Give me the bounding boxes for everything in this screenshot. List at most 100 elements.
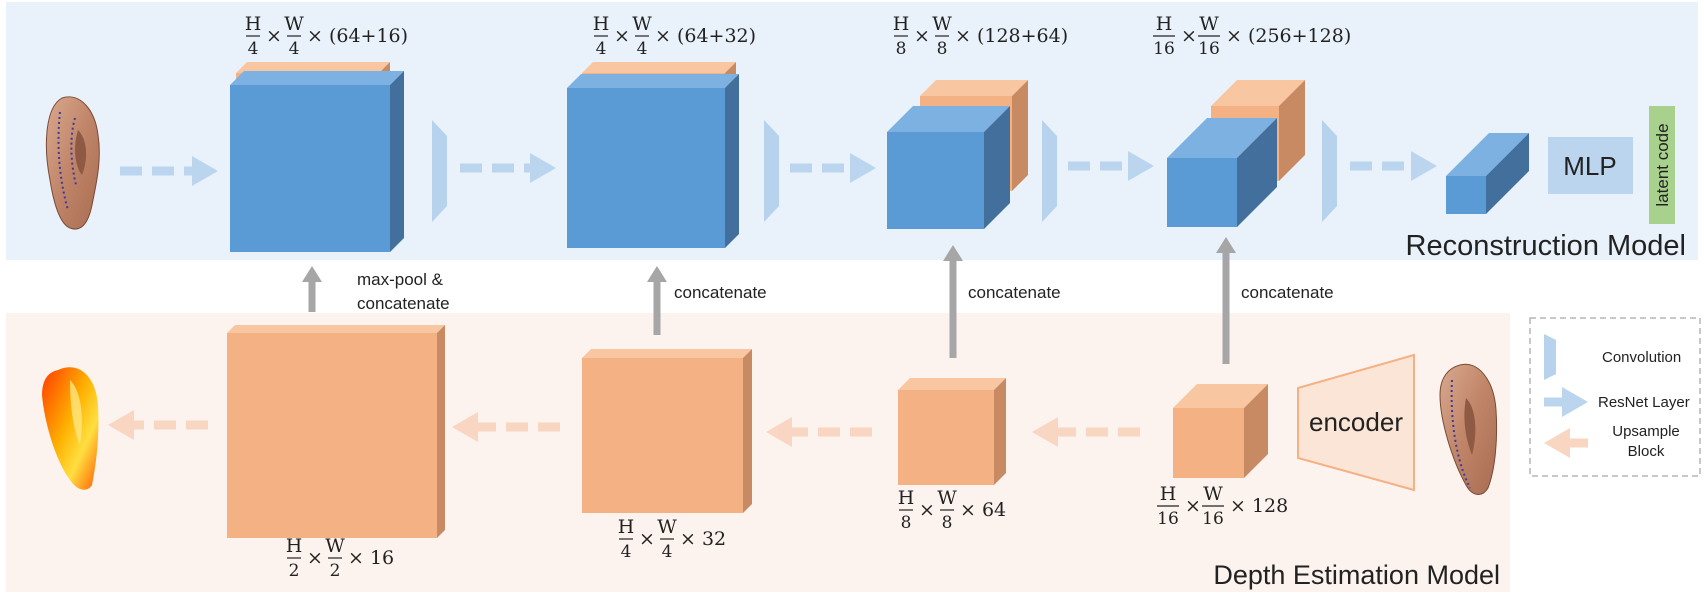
recon-feature-block-2-blue [567,74,739,248]
svg-text:× (64+32): × (64+32) [655,25,756,47]
svg-text:H: H [618,516,635,538]
svg-text:8: 8 [937,39,948,59]
depth-dimension-label-4: H16×W16× 128 [1157,483,1288,529]
svg-text:4: 4 [248,39,259,59]
recon-dimension-label-4: H16×W16× (256+128) [1153,13,1351,59]
latent-code-box [1649,106,1675,224]
depth-feature-block-1 [227,325,445,538]
resnet-arrow-3 [790,153,876,183]
depth-feature-block-3 [898,378,1006,485]
svg-text:16: 16 [1157,509,1179,529]
latent-code-label: latent code [1653,123,1672,206]
concat-arrow-4 [1216,237,1236,364]
svg-text:4: 4 [662,542,673,562]
conv-shape-3 [1042,120,1057,222]
svg-text:2: 2 [289,561,300,581]
legend-upsample-label-line1: Upsample [1612,423,1680,440]
resnet-arrow-2 [460,153,556,183]
svg-text:×: × [307,547,323,569]
svg-text:H: H [1156,13,1173,35]
svg-text:2: 2 [330,561,341,581]
encoder-shape [1297,353,1415,492]
concat-label-3: concatenate [968,283,1061,302]
mlp-box [1548,137,1633,194]
svg-text:×: × [614,25,630,47]
recon-feature-block-1-blue [230,71,404,252]
svg-text:4: 4 [621,542,632,562]
svg-text:H: H [593,13,610,35]
resnet-arrow-5 [1350,151,1437,181]
legend-upsample-arrow [1544,428,1588,458]
upsample-arrow-3 [452,412,560,442]
legend-resnet-arrow-icon [1544,387,1588,417]
svg-text:W: W [284,13,304,35]
legend-upsample-label-line2: Block [1628,443,1665,460]
depth-feature-block-2 [582,349,752,513]
mlp-label: MLP [1563,151,1616,181]
legend-convolution-icon [1544,334,1556,380]
svg-text:16: 16 [1202,509,1224,529]
svg-text:8: 8 [942,513,953,533]
recon-dimension-label-1: H 4 ×W 4 × (64+16) [245,13,408,59]
upsample-arrow-4 [108,410,208,440]
depth-dimension-label-3: H8×W8× 64 [898,487,1006,533]
svg-text:W: W [657,516,677,538]
recon-dimension-label-2: H 4 ×W 4 × (64+32) [593,13,756,59]
svg-text:× 32: × 32 [680,528,726,550]
conv-shape-1 [432,120,447,222]
legend-upsample-arrow-icon [1544,428,1588,458]
svg-text:W: W [1199,13,1219,35]
svg-text:×: × [914,25,930,47]
concat-arrow-2 [647,266,667,335]
svg-text:× (64+16): × (64+16) [307,25,408,47]
svg-text:H: H [245,13,262,35]
upsample-arrow-2 [766,417,872,447]
depth-dimension-label-2: H 4 ×W 4 × 32 [618,516,726,562]
upsample-arrow-1 [1032,417,1140,447]
depth-title: Depth Estimation Model [1213,560,1500,590]
svg-text:H: H [1160,483,1177,505]
svg-text:×: × [266,25,282,47]
svg-text:× (256+128): × (256+128) [1226,25,1351,47]
svg-text:4: 4 [637,39,648,59]
encoder-label: encoder [1309,407,1403,437]
concat-label-1-line2: concatenate [357,294,450,313]
svg-text:× 128: × 128 [1230,495,1288,517]
legend: Convolution ResNet Layer Upsample Block [1529,317,1701,477]
svg-text:4: 4 [596,39,607,59]
svg-text:W: W [632,13,652,35]
svg-text:W: W [937,487,957,509]
svg-text:W: W [932,13,952,35]
svg-text:W: W [325,535,345,557]
concat-label-2: concatenate [674,283,767,302]
depth-feature-block-4 [1173,384,1268,478]
recon-dimension-label-3: H 8 ×W 8 × (128+64) [893,13,1068,59]
legend-resnet-label: ResNet Layer [1598,394,1690,411]
svg-text:×: × [919,499,935,521]
svg-text:H: H [893,13,910,35]
resnet-arrow-4 [1068,151,1154,181]
depth-output-ear-image [42,367,99,490]
svg-text:4: 4 [289,39,300,59]
input-ear-image-top [45,96,100,230]
recon-feature-block-4-blue [1167,118,1277,227]
svg-text:8: 8 [901,513,912,533]
svg-text:× 16: × 16 [348,547,394,569]
conv-shape-2 [764,120,779,222]
svg-text:8: 8 [896,39,907,59]
svg-text:W: W [1203,483,1223,505]
svg-text:×: × [639,528,655,550]
legend-resnet-arrow [1544,387,1588,417]
concat-arrow-1 [302,266,322,312]
svg-text:×: × [1181,25,1197,47]
svg-text:× (128+64): × (128+64) [955,25,1068,47]
legend-convolution-label: Convolution [1602,349,1681,366]
svg-text:H: H [898,487,915,509]
svg-text:16: 16 [1153,39,1175,59]
depth-dimension-label-1: H2×W2× 16 [286,535,394,581]
svg-text:16: 16 [1198,39,1220,59]
resnet-arrow-1 [120,156,218,186]
concat-label-1-line1: max-pool & [357,270,444,289]
concat-label-4: concatenate [1241,283,1334,302]
